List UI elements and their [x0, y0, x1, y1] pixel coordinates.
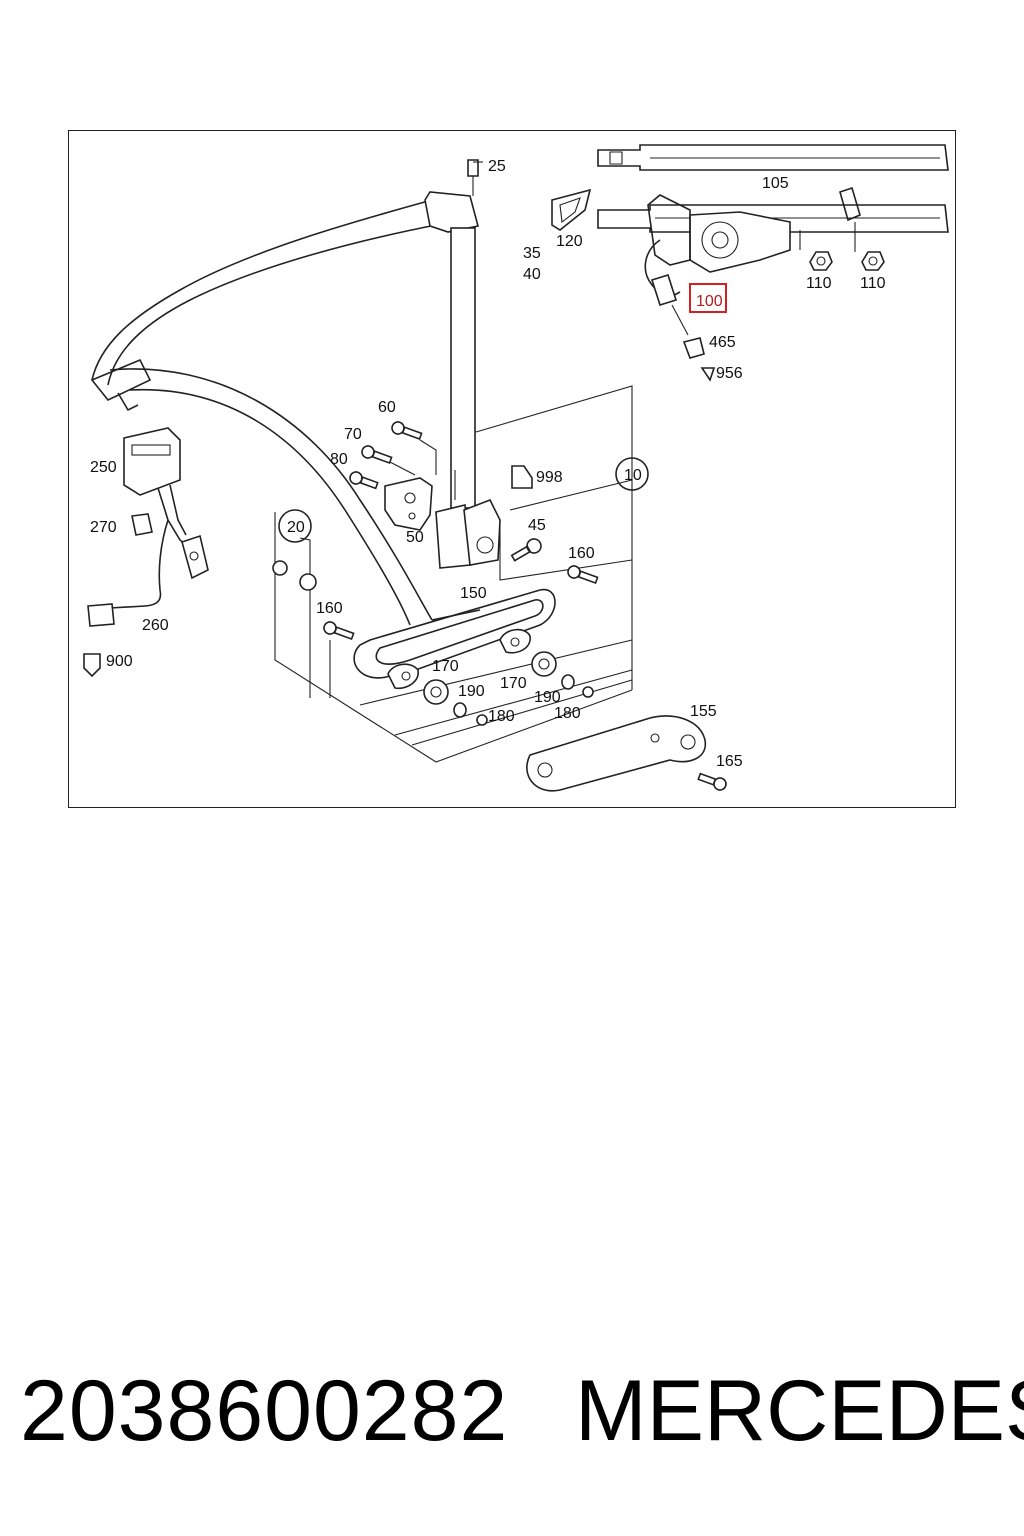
- callout-100: 100: [696, 293, 723, 310]
- bolt-270: [131, 513, 153, 536]
- callout-150: 150: [460, 585, 487, 602]
- callout-260: 260: [142, 617, 169, 634]
- callout-190-right: 190: [534, 689, 561, 706]
- callout-110-right: 110: [860, 275, 886, 292]
- connector-465: [671, 304, 716, 382]
- callout-165: 165: [716, 753, 743, 770]
- callout-20: 20: [287, 519, 305, 536]
- part-number: 2038600282: [20, 1363, 509, 1459]
- callout-45: 45: [528, 517, 546, 534]
- belt-webbing: [90, 199, 481, 626]
- brand-name: MERCEDES: [575, 1363, 1024, 1459]
- harness-260: [83, 519, 169, 678]
- callout-170-right: 170: [500, 675, 527, 692]
- callout-170-left: 170: [432, 658, 459, 675]
- callout-270: 270: [90, 519, 117, 536]
- callout-180-left: 180: [488, 708, 515, 725]
- callout-10: 10: [624, 467, 642, 484]
- washers: [423, 651, 594, 726]
- buckle-250: [123, 427, 209, 580]
- callout-50: 50: [406, 529, 424, 546]
- motor-assembly: [644, 186, 861, 307]
- callout-160-left: 160: [316, 600, 343, 617]
- callout-110-left: 110: [806, 275, 832, 292]
- callout-40: 40: [523, 266, 541, 283]
- callout-60: 60: [378, 399, 396, 416]
- highlight-box-100: [689, 283, 727, 313]
- part-120: [551, 188, 592, 231]
- bracket-150: [353, 589, 556, 690]
- callout-190-left: 190: [458, 683, 485, 700]
- bolt-45: [510, 538, 542, 562]
- rail-105: [597, 144, 949, 171]
- bolt-160-right: [567, 565, 599, 585]
- callout-155: 155: [690, 703, 717, 720]
- callout-25: 25: [488, 158, 506, 175]
- retractor: [435, 470, 501, 569]
- callout-900: 900: [106, 653, 133, 670]
- group-10-marker: [615, 457, 649, 491]
- upper-anchor: [424, 159, 483, 509]
- plate-155: [526, 715, 727, 792]
- callout-998: 998: [536, 469, 563, 486]
- callout-160-right: 160: [568, 545, 595, 562]
- group-20-lines: [272, 512, 633, 763]
- callout-80: 80: [330, 451, 348, 468]
- callout-105: 105: [762, 175, 789, 192]
- part-998: [511, 465, 533, 489]
- plate-50: [384, 477, 433, 531]
- group-10-lines: [475, 385, 633, 690]
- callout-180-right: 180: [554, 705, 581, 722]
- bolts-60-70-80: [349, 421, 437, 490]
- bolt-160-left: [323, 621, 355, 641]
- callout-70: 70: [344, 426, 362, 443]
- callout-956: 956: [716, 365, 743, 382]
- group-20-marker: [278, 509, 312, 543]
- callout-465: 465: [709, 334, 736, 351]
- nuts-110: [799, 222, 885, 271]
- callout-250: 250: [90, 459, 117, 476]
- callout-35: 35: [523, 245, 541, 262]
- callout-120: 120: [556, 233, 583, 250]
